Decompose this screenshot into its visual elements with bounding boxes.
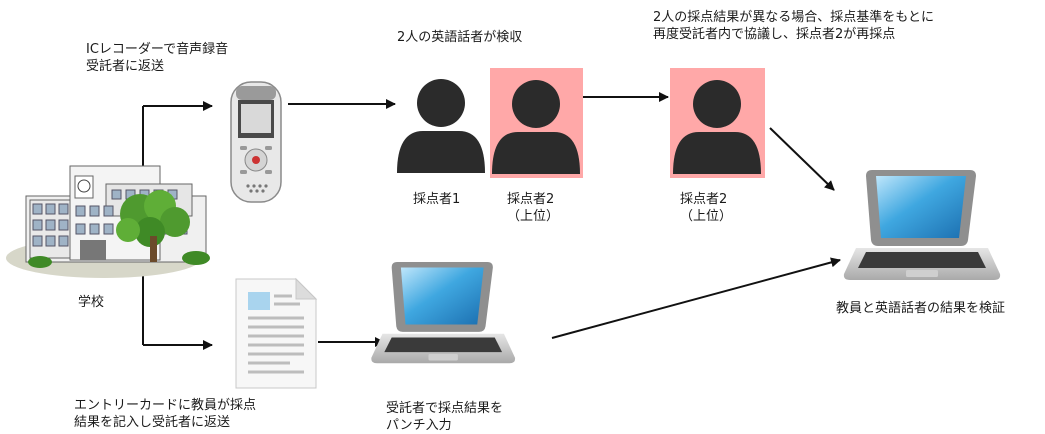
punch-input-label: 受託者で採点結果を パンチ入力	[386, 401, 504, 433]
verify-label: 教員と英語話者の結果を検証	[836, 301, 1006, 316]
scorer2-rescore-label: 採点者2 （上位）	[680, 192, 733, 224]
person-icon-scorer1	[397, 79, 485, 173]
two-speakers-collect-label: 2人の英語話者が検収	[397, 30, 523, 45]
arrow-rescore-to-verify	[769, 127, 835, 191]
school-label: 学校	[78, 295, 105, 310]
laptop-icon-punch	[371, 262, 516, 364]
school-building-icon	[6, 165, 210, 278]
scorer2-label: 採点者2 （上位）	[507, 192, 560, 224]
rescore-note: 2人の採点結果が異なる場合、採点基準をもとに 再度受託者内で協議し、採点者2が再…	[653, 10, 935, 42]
voice-recorder-icon	[230, 81, 282, 203]
scorer1-label: 採点者1	[413, 192, 461, 207]
recorder-note: ICレコーダーで音声録音 受託者に返送	[86, 42, 229, 74]
entry-card-note: エントリーカードに教員が採点 結果を記入し受託者に返送	[74, 398, 257, 430]
document-icon	[235, 277, 318, 389]
arrow-laptop-to-verify	[551, 257, 841, 339]
laptop-icon-verify	[843, 170, 1001, 280]
